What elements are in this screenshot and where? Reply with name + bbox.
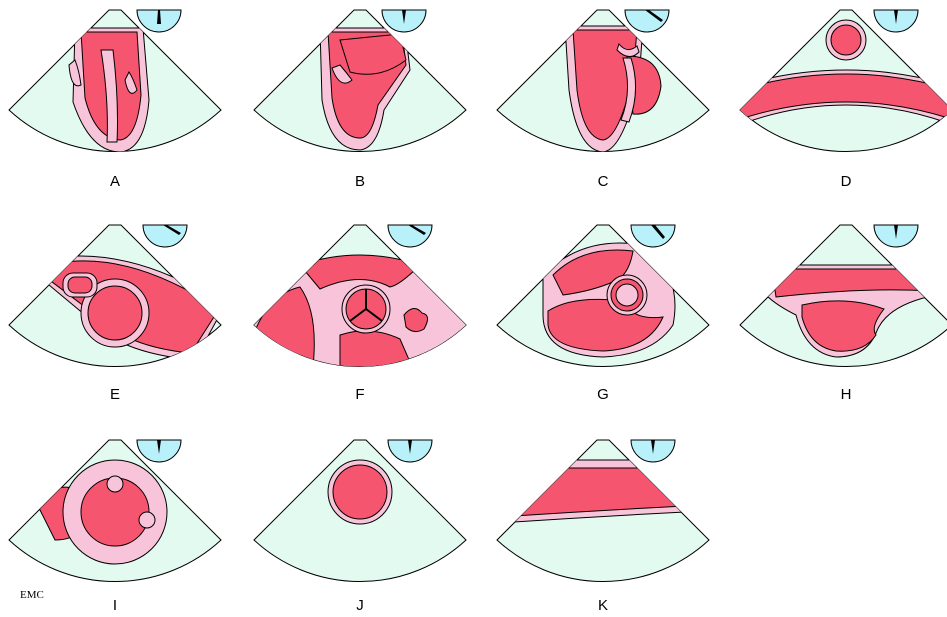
panel-h: H bbox=[740, 225, 947, 403]
left-ventricle-cavity bbox=[333, 465, 387, 519]
panel-label: I bbox=[113, 597, 117, 614]
panel-a: A bbox=[9, 10, 221, 190]
panel-label: F bbox=[355, 386, 364, 403]
papillary-muscle bbox=[107, 476, 123, 492]
transducer-orientation-icon bbox=[631, 225, 675, 247]
transducer-orientation-icon bbox=[388, 225, 432, 247]
panel-k: K bbox=[483, 440, 723, 614]
aortic-root bbox=[831, 25, 861, 55]
panel-d: D bbox=[726, 10, 947, 190]
left-atrium bbox=[68, 277, 92, 293]
inferior-vena-cava bbox=[483, 468, 723, 518]
emc-logo: EMC bbox=[20, 589, 44, 601]
panel-label: J bbox=[356, 597, 364, 614]
panel-label: E bbox=[110, 386, 120, 403]
panel-b: B bbox=[254, 10, 466, 190]
panel-label: H bbox=[841, 386, 852, 403]
aortic-valve bbox=[88, 286, 142, 340]
aortic-valve-ring bbox=[616, 284, 638, 306]
panel-c: C bbox=[497, 10, 709, 190]
transducer-orientation-icon bbox=[143, 225, 187, 247]
panel-e: E bbox=[9, 225, 225, 403]
panel-label: A bbox=[110, 173, 120, 190]
panel-j: J bbox=[254, 440, 466, 614]
panel-f: F bbox=[240, 225, 480, 403]
panel-i: I bbox=[9, 440, 221, 614]
panel-label: G bbox=[597, 386, 609, 403]
panel-label: K bbox=[598, 597, 608, 614]
panel-g: G bbox=[497, 225, 709, 403]
papillary-muscle bbox=[139, 512, 155, 528]
transducer-orientation-icon bbox=[625, 10, 669, 32]
panel-label: B bbox=[355, 173, 365, 190]
panel-label: D bbox=[841, 173, 852, 190]
panel-label: C bbox=[598, 173, 609, 190]
